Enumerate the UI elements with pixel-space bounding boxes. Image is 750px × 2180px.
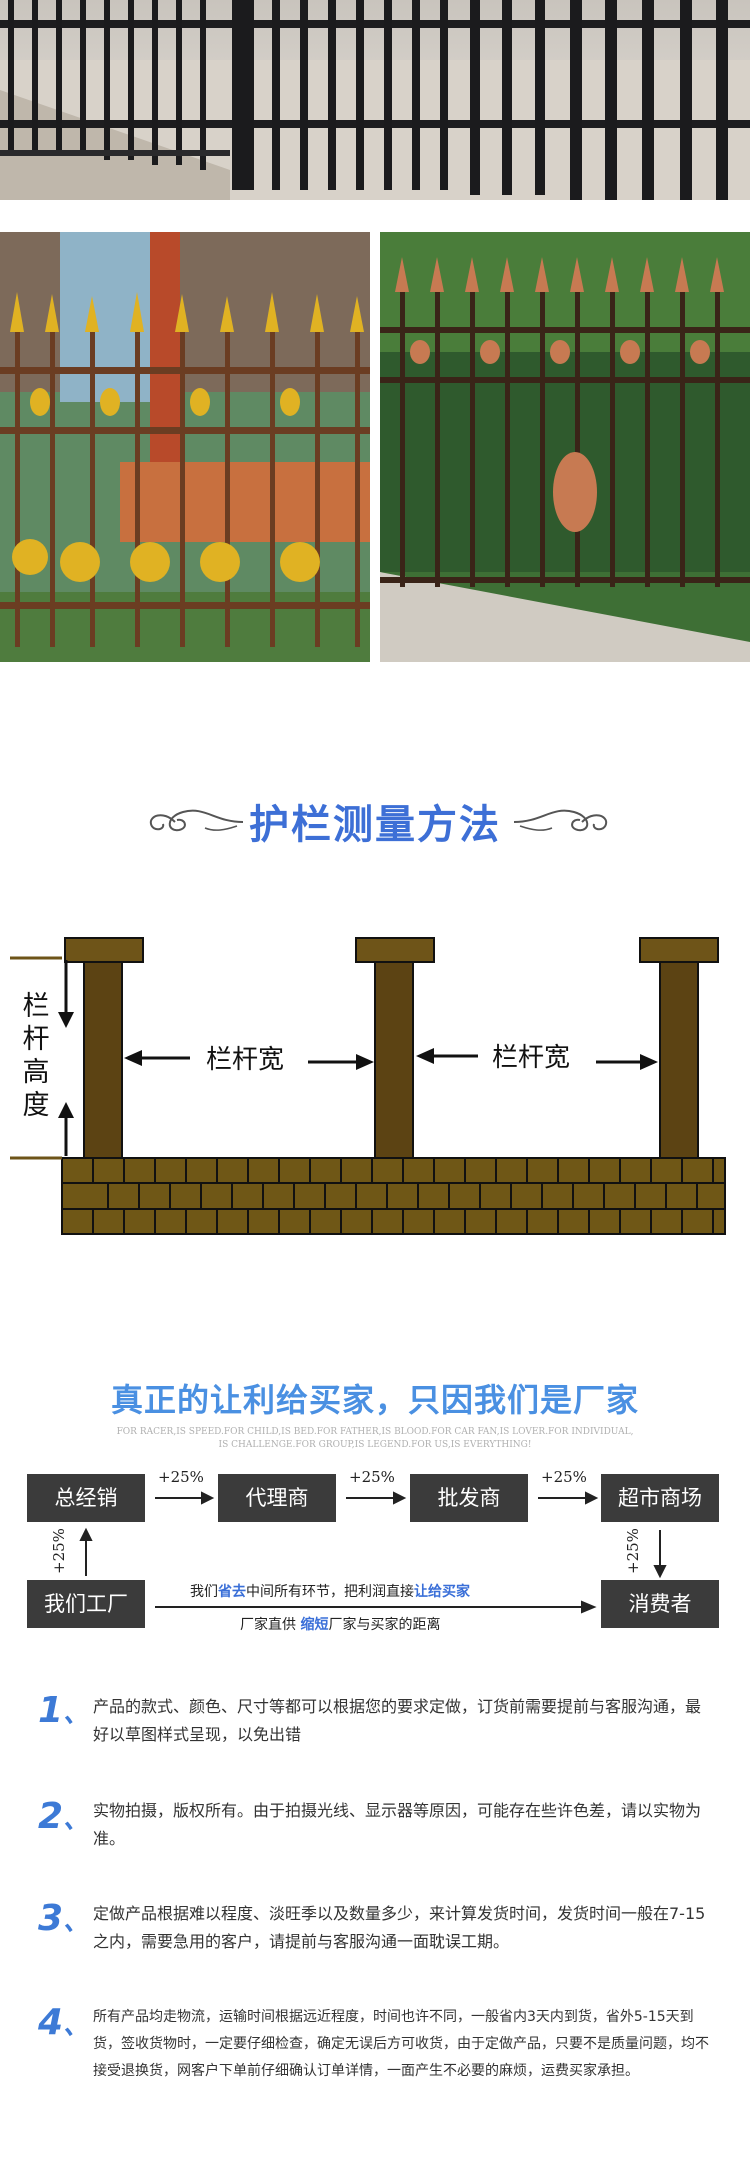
gold-spear-fence-photo bbox=[0, 232, 370, 662]
savings-line-1: 我们省去中间所有环节，把利润直接让给买家 bbox=[190, 1584, 470, 1600]
fence-post-left bbox=[64, 937, 144, 1159]
box-consumer: 消费者 bbox=[601, 1580, 719, 1628]
hero-fence-photo bbox=[0, 0, 750, 200]
left-flourish-icon bbox=[149, 809, 244, 832]
copper-fence-photo bbox=[380, 232, 750, 662]
width-label-1: 栏杆宽 bbox=[206, 1045, 284, 1075]
width-label-2: 栏杆宽 bbox=[492, 1043, 570, 1073]
markup-2: +25% bbox=[349, 1468, 395, 1486]
height-label: 栏 杆 高 度 bbox=[22, 991, 50, 1121]
page-title: 护栏测量方法 bbox=[249, 802, 501, 848]
box-our-factory: 我们工厂 bbox=[27, 1580, 145, 1628]
box-general-distributor: 总经销 bbox=[27, 1474, 145, 1522]
markup-1: +25% bbox=[158, 1468, 204, 1486]
box-wholesaler: 批发商 bbox=[410, 1474, 528, 1522]
slogan-title: 真正的让利给买家，只因我们是厂家 bbox=[110, 1381, 639, 1419]
fence-post-middle bbox=[355, 937, 435, 1159]
right-flourish-icon bbox=[513, 809, 608, 832]
box-supermarket: 超市商场 bbox=[601, 1474, 719, 1522]
markup-3: +25% bbox=[541, 1468, 587, 1486]
slogan-sub-line-1: FOR RACER,IS SPEED.FOR CHILD,IS BED.FOR … bbox=[116, 1427, 634, 1437]
fence-measurement-diagram: 栏杆宽 栏杆宽 栏 杆 高 度 bbox=[0, 920, 750, 1250]
slogan-sub-line-2: IS CHALLENGE.FOR GROUP,IS LEGEND.FOR US,… bbox=[218, 1440, 532, 1450]
fence-post-right bbox=[639, 937, 719, 1159]
box-agent: 代理商 bbox=[218, 1474, 336, 1522]
savings-line-2: 厂家直供 缩短厂家与买家的距离 bbox=[240, 1617, 441, 1633]
brick-base bbox=[61, 1157, 726, 1235]
chain-arrows bbox=[79, 1491, 667, 1614]
measurement-title-section: 护栏测量方法 bbox=[0, 780, 750, 850]
